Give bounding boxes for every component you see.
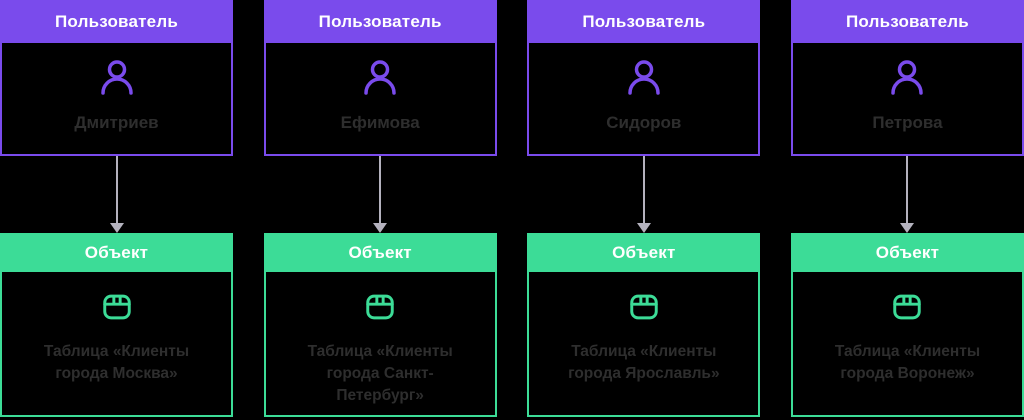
object-card: Объект Таблица «Клиенты города Санкт-Пет… — [263, 233, 497, 417]
arrow-line — [379, 156, 382, 224]
arrow-head-icon — [373, 223, 388, 233]
table-icon — [893, 294, 922, 320]
user-card-body: Сидоров — [527, 43, 761, 156]
object-label: Таблица «Клиенты города Ярославль» — [568, 343, 720, 382]
user-card-body: Дмитриев — [0, 43, 233, 156]
diagram-column-1: Пользователь Дмитриев Объе — [0, 0, 233, 420]
object-card-body: Таблица «Клиенты города Ярославль» — [527, 272, 761, 417]
object-card-header: Объект — [527, 233, 761, 272]
user-card: Пользователь Дмитриев — [0, 0, 233, 156]
user-icon — [360, 58, 400, 98]
connector-arrow — [527, 156, 760, 233]
connector-arrow — [791, 156, 1024, 233]
object-card-body: Таблица «Клиенты города Санкт-Петербург» — [263, 272, 497, 417]
object-card: Объект Таблица «Клиенты города Ярославль… — [527, 233, 761, 417]
user-icon — [97, 58, 137, 98]
user-name: Сидоров — [606, 113, 682, 132]
user-icon — [624, 58, 664, 98]
connector-arrow — [0, 156, 233, 233]
user-card-header: Пользователь — [0, 0, 233, 43]
connector-arrow — [264, 156, 497, 233]
user-icon — [887, 58, 927, 98]
user-card-body: Петрова — [790, 43, 1024, 156]
arrow-line — [642, 156, 645, 224]
diagram-column-2: Пользователь Ефимова Объек — [263, 0, 497, 420]
diagram-column-3: Пользователь Сидоров Объек — [527, 0, 761, 420]
object-label: Таблица «Клиенты города Санкт-Петербург» — [307, 343, 453, 404]
object-label: Таблица «Клиенты города Воронеж» — [834, 343, 981, 382]
object-card-body: Таблица «Клиенты города Москва» — [0, 272, 233, 417]
user-name: Петрова — [872, 113, 943, 132]
object-card-header: Объект — [263, 233, 497, 272]
user-card-body: Ефимова — [263, 43, 497, 156]
user-card: Пользователь Петрова — [790, 0, 1024, 156]
user-card-header: Пользователь — [527, 0, 761, 43]
object-card-header: Объект — [790, 233, 1024, 272]
arrow-head-icon — [109, 223, 124, 233]
object-card-header: Объект — [0, 233, 233, 272]
arrow-line — [906, 156, 909, 224]
object-card-body: Таблица «Клиенты города Воронеж» — [790, 272, 1024, 417]
user-name: Ефимова — [340, 113, 420, 132]
arrow-head-icon — [900, 223, 915, 233]
object-card: Объект Таблица «Клиенты города Воронеж» — [790, 233, 1024, 417]
user-card-header: Пользователь — [263, 0, 497, 43]
user-name: Дмитриев — [74, 113, 159, 132]
arrow-line — [115, 156, 118, 224]
arrow-head-icon — [636, 223, 651, 233]
object-card: Объект Таблица «Клиенты города Москва» — [0, 233, 233, 417]
object-label: Таблица «Клиенты города Москва» — [43, 343, 190, 382]
user-card: Пользователь Сидоров — [527, 0, 761, 156]
table-icon — [102, 294, 131, 320]
diagram-column-4: Пользователь Петрова Объек — [790, 0, 1024, 420]
user-card: Пользователь Ефимова — [263, 0, 497, 156]
user-card-header: Пользователь — [790, 0, 1024, 43]
table-icon — [366, 294, 394, 320]
table-icon — [630, 294, 658, 320]
